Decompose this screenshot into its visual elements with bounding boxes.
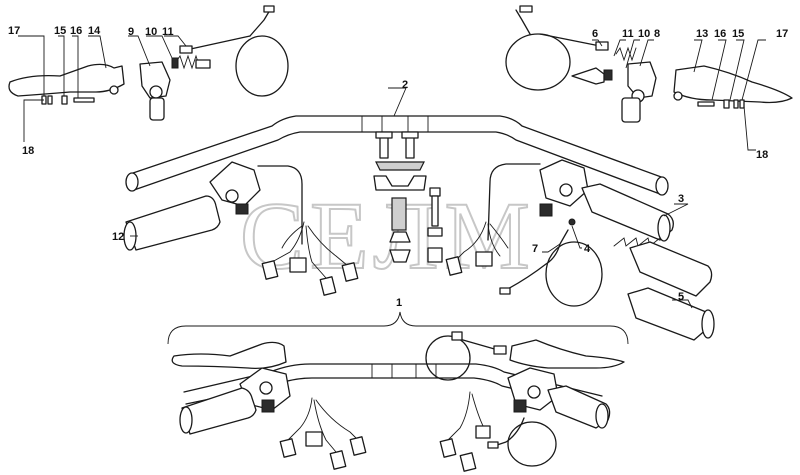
left-lever-bracket bbox=[139, 61, 171, 121]
label-9: 9 bbox=[128, 26, 134, 38]
callout-labels: 1 2 3 4 5 6 7 8 9 10 11 11 10 12 13 14 1… bbox=[8, 25, 788, 309]
left-switch-assembly bbox=[209, 161, 303, 245]
assembly-brace bbox=[167, 311, 629, 345]
assembled-left-wiring bbox=[279, 397, 367, 470]
assembled-right-lever bbox=[509, 339, 625, 369]
assembled-left-grip bbox=[179, 387, 257, 435]
label-8: 8 bbox=[654, 28, 660, 40]
label-13: 13 bbox=[696, 28, 708, 40]
assembled-center-cable bbox=[425, 331, 507, 381]
handlebar-tube bbox=[125, 115, 669, 196]
label-11-left: 11 bbox=[162, 26, 174, 38]
label-14: 14 bbox=[88, 25, 101, 37]
label-10-left: 10 bbox=[145, 26, 157, 38]
assembled-left-lever bbox=[171, 341, 287, 370]
label-3: 3 bbox=[678, 193, 684, 205]
assembled-right-wiring bbox=[439, 391, 491, 472]
label-1: 1 bbox=[396, 297, 402, 309]
label-17-left: 17 bbox=[8, 25, 20, 37]
left-switch-wiring bbox=[261, 221, 359, 296]
right-handlebar-grip bbox=[627, 241, 715, 341]
assembled-throttle-grip bbox=[547, 385, 611, 429]
leader-lines bbox=[18, 35, 766, 309]
label-16-right: 16 bbox=[714, 28, 726, 40]
left-handlebar-grip bbox=[123, 195, 221, 251]
assembled-throttle-cable bbox=[487, 417, 557, 467]
label-2: 2 bbox=[402, 79, 408, 91]
label-15-right: 15 bbox=[732, 28, 744, 40]
right-lever-bracket bbox=[621, 61, 657, 123]
left-brake-lever bbox=[8, 63, 125, 97]
assembled-right-switch bbox=[507, 367, 559, 413]
right-adjuster-spring bbox=[571, 46, 637, 85]
label-16-left: 16 bbox=[70, 25, 82, 37]
left-adjuster-spring bbox=[171, 54, 211, 70]
label-18-right: 18 bbox=[756, 149, 768, 161]
label-5: 5 bbox=[678, 291, 684, 303]
label-11-right: 11 bbox=[622, 28, 634, 40]
watermark: СЕЛМ bbox=[240, 182, 536, 289]
left-cable bbox=[179, 5, 289, 97]
right-switch-assembly bbox=[487, 159, 589, 241]
right-lever-pins bbox=[697, 99, 745, 109]
label-12: 12 bbox=[112, 231, 124, 243]
left-lever-pins bbox=[41, 95, 95, 105]
label-7: 7 bbox=[532, 243, 538, 255]
label-15-left: 15 bbox=[54, 25, 66, 37]
label-6: 6 bbox=[592, 28, 598, 40]
right-brake-lever bbox=[673, 65, 793, 104]
label-10-right: 10 bbox=[638, 28, 650, 40]
right-switch-wiring bbox=[445, 221, 509, 276]
label-4: 4 bbox=[584, 243, 591, 255]
label-17-right: 17 bbox=[776, 28, 788, 40]
handlebar-clamp-parts bbox=[373, 131, 443, 263]
label-18-left: 18 bbox=[22, 145, 34, 157]
throttle-cable bbox=[499, 218, 603, 307]
